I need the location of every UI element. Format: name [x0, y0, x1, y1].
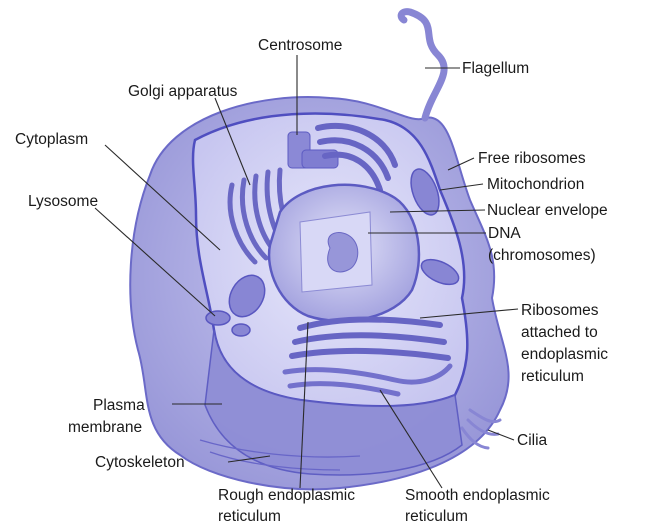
- nucleus: [269, 185, 419, 321]
- label-cilia: Cilia: [517, 432, 548, 449]
- label-smooth-er-2: reticulum: [405, 508, 468, 525]
- label-nuclear-envelope: Nuclear envelope: [487, 202, 608, 219]
- label-free-ribosomes: Free ribosomes: [478, 150, 586, 167]
- flagellum: [401, 12, 444, 118]
- label-mitochondrion: Mitochondrion: [487, 176, 584, 193]
- label-ribosomes-attached-4: reticulum: [521, 368, 584, 385]
- label-flagellum: Flagellum: [462, 60, 529, 77]
- label-smooth-er-1: Smooth endoplasmic: [405, 487, 550, 504]
- label-ribosomes-attached-2: attached to: [521, 324, 598, 341]
- label-cytoskeleton: Cytoskeleton: [95, 454, 185, 471]
- label-ribosomes-attached-1: Ribosomes: [521, 302, 599, 319]
- label-cytoplasm: Cytoplasm: [15, 131, 88, 148]
- label-golgi-apparatus: Golgi apparatus: [128, 83, 238, 100]
- label-rough-er-2: reticulum: [218, 508, 281, 525]
- label-lysosome: Lysosome: [28, 193, 98, 210]
- label-ribosomes-attached-3: endoplasmic: [521, 346, 608, 363]
- label-plasma-membrane-1: Plasma: [93, 397, 145, 414]
- label-dna: DNA: [488, 225, 521, 242]
- label-rough-er-1: Rough endoplasmic: [218, 487, 355, 504]
- label-dna-sub: (chromosomes): [488, 247, 596, 264]
- label-plasma-membrane-2: membrane: [68, 419, 142, 436]
- label-centrosome: Centrosome: [258, 37, 342, 54]
